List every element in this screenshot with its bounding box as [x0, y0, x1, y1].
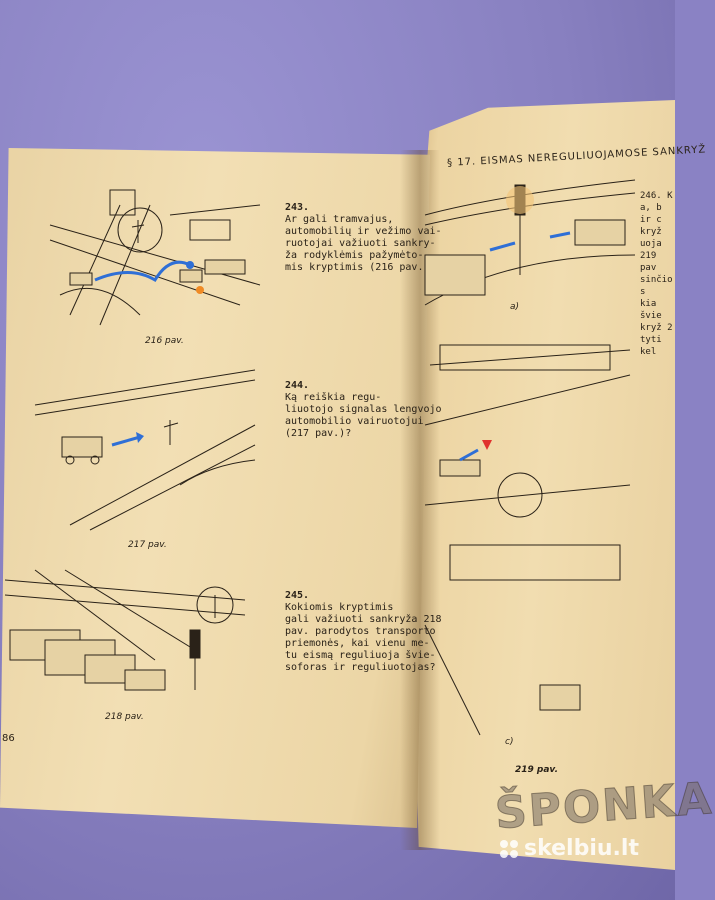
question-244-number: 244. [285, 380, 310, 391]
site-watermark: skelbiu.lt [500, 836, 639, 861]
caption-218: 218 pav. [105, 712, 144, 722]
illustration-217 [34, 369, 256, 531]
page-number: 86 [2, 733, 15, 744]
question-245: 245. Kokiomis kryptimis gali važiuoti sa… [285, 578, 442, 674]
question-243: 243. Ar gali tramvajus, automobilių ir v… [285, 190, 442, 274]
illustration-216 [49, 189, 261, 326]
question-244-text: Ką reiškia regu- liuotojo signalas lengv… [285, 392, 442, 439]
question-243-number: 243. [285, 202, 310, 213]
illustration-218 [4, 569, 246, 691]
question-246: 246. K a, b ir c kryž uoja 219 pav sinči… [640, 191, 673, 357]
right-page [408, 100, 675, 870]
sub-label-a: a) [510, 302, 520, 312]
question-245-number: 245. [285, 590, 310, 601]
sub-label-c: c) [505, 737, 514, 747]
watermark-logo-icon [500, 839, 518, 858]
question-243-text: Ar gali tramvajus, automobilių ir vežimo… [285, 214, 442, 273]
illustration-219 [424, 179, 636, 736]
caption-219: 219 pav. [515, 765, 558, 775]
watermark-text: skelbiu.lt [524, 836, 639, 861]
question-244: 244. Ką reiškia regu- liuotojo signalas … [285, 368, 442, 440]
caption-217: 217 pav. [128, 540, 167, 550]
question-245-text: Kokiomis kryptimis gali važiuoti sankryž… [285, 602, 442, 673]
caption-216: 216 pav. [145, 336, 184, 346]
